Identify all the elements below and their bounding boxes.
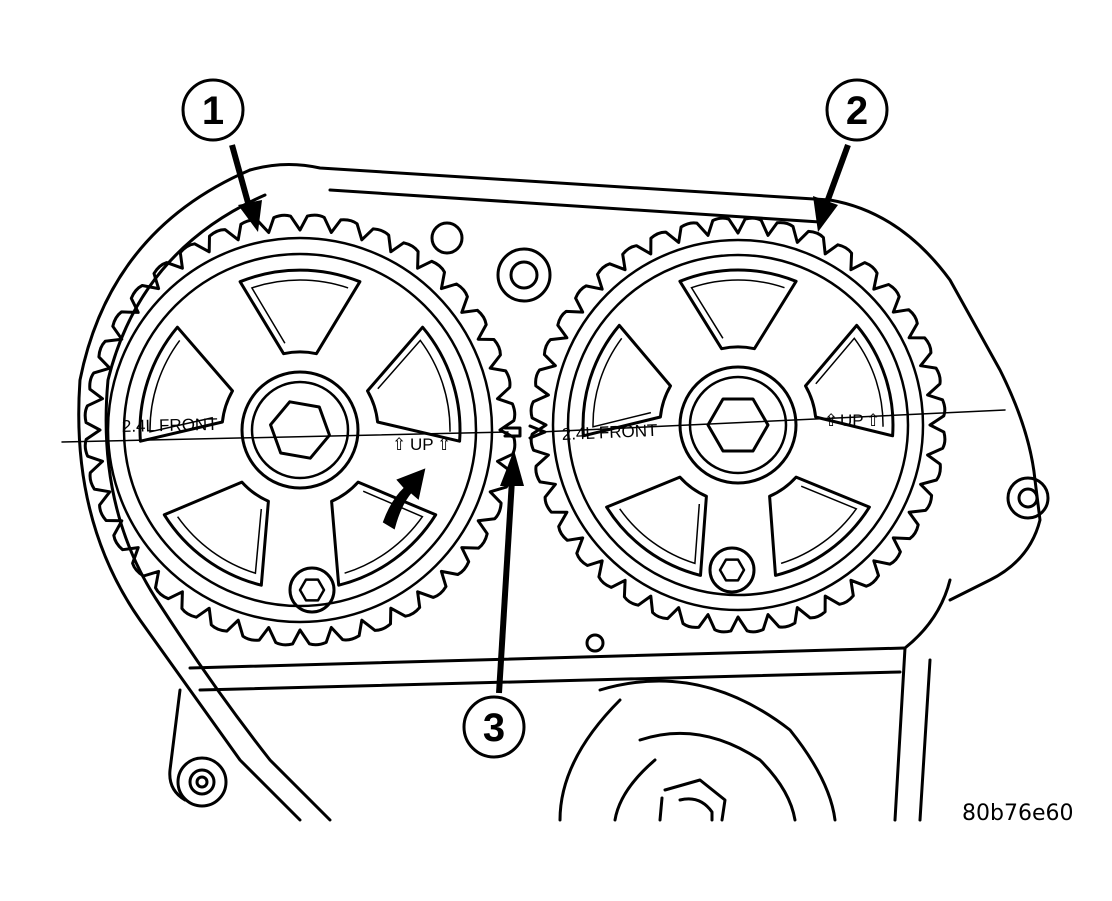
right-sprocket-front-label: 2.4L FRONT xyxy=(561,421,657,444)
left-sprocket-inner-rim xyxy=(122,252,478,608)
sprocket-tooth-profile xyxy=(83,213,517,647)
right-sprocket-bolt-head xyxy=(706,397,770,453)
left-sprocket-small-bolt xyxy=(288,566,336,614)
right-sprocket-windows xyxy=(581,268,895,577)
svg-text:3: 3 xyxy=(483,706,505,750)
sprocket-window-chamfer xyxy=(250,279,349,344)
callout-2-leader-arrow xyxy=(813,143,851,232)
sprocket-window-chamfer xyxy=(344,490,424,574)
mounting-bolt-lower-left xyxy=(176,756,228,808)
timing-mark-notch xyxy=(503,424,547,440)
crank-bolt xyxy=(658,778,727,822)
callout-2: 2 xyxy=(825,78,889,142)
right-sprocket-inner-rim xyxy=(566,253,910,597)
timing-alignment-line xyxy=(61,409,1006,443)
right-sprocket-rim xyxy=(551,238,925,612)
rotation-direction-arrow-icon xyxy=(382,468,426,530)
right-sprocket-small-bolt xyxy=(708,546,756,594)
callout-3: 3 xyxy=(462,695,526,759)
left-sprocket-front-label: 2.4L FRONT xyxy=(122,415,218,436)
sprocket-spoke-window xyxy=(366,325,462,443)
sprocket-window-chamfer xyxy=(690,279,785,339)
left-camshaft-sprocket xyxy=(83,213,517,647)
left-sprocket-teeth xyxy=(83,213,517,647)
sprocket-spoke-window xyxy=(678,268,798,351)
right-up-arrow-left-icon: ⇧ xyxy=(824,411,838,430)
left-sprocket-bolt-head xyxy=(269,400,331,460)
svg-text:2: 2 xyxy=(846,89,868,133)
sprocket-spoke-window xyxy=(605,475,708,577)
right-sprocket-teeth xyxy=(529,216,947,634)
sprocket-window-chamfer xyxy=(176,508,263,575)
svg-text:UP: UP xyxy=(410,435,434,454)
sprocket-window-chamfer xyxy=(619,503,701,565)
callout-1-leader-arrow xyxy=(229,144,262,232)
sprocket-spoke-window xyxy=(162,480,270,587)
svg-text:1: 1 xyxy=(202,89,224,133)
sprocket-window-chamfer xyxy=(149,339,214,433)
right-sprocket-up-label: ⇧ UP ⇧ xyxy=(824,411,880,430)
left-sprocket-windows xyxy=(138,268,462,587)
right-up-arrow-right-icon: ⇧ xyxy=(866,411,880,430)
sprocket-spoke-window xyxy=(768,475,871,577)
mounting-bolt-right xyxy=(1006,476,1050,520)
callout-1: 1 xyxy=(181,78,245,142)
center-stud xyxy=(430,221,605,653)
figure-id: 80b76e60 xyxy=(962,801,1073,826)
svg-text:UP: UP xyxy=(840,411,864,430)
sprocket-spoke-window xyxy=(238,268,362,356)
sprocket-window-chamfer xyxy=(592,337,652,428)
callout-3-leader-arrow xyxy=(496,450,524,694)
left-sprocket-up-label: ⇧ UP ⇧ xyxy=(392,435,451,454)
left-sprocket-rim xyxy=(106,236,494,624)
sprocket-spoke-window xyxy=(138,325,234,443)
sprocket-spoke-window xyxy=(330,480,438,587)
engine-cover-outline xyxy=(77,162,1042,822)
sprocket-spoke-window xyxy=(804,323,895,438)
left-sprocket-hub xyxy=(240,370,360,490)
sprocket-window-chamfer xyxy=(377,339,451,432)
left-up-arrow-left-icon: ⇧ xyxy=(392,435,406,454)
sprocket-tooth-profile xyxy=(529,216,947,634)
sprocket-window-chamfer xyxy=(780,485,858,565)
left-up-arrow-right-icon: ⇧ xyxy=(437,435,451,454)
sprocket-spoke-window xyxy=(581,323,672,438)
